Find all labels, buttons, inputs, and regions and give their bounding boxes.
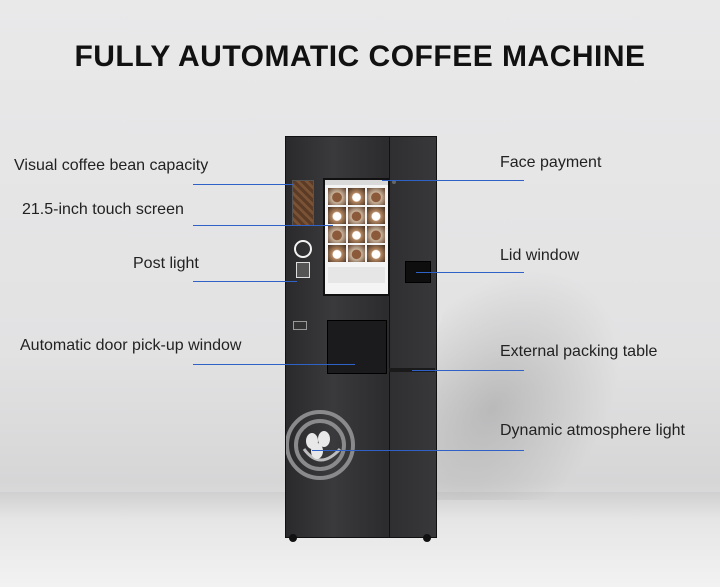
- label-lid-window: Lid window: [500, 247, 580, 264]
- leader-line-atmosphere: [312, 450, 524, 451]
- leader-line-screen: [193, 225, 333, 226]
- leader-line-face-payment: [382, 180, 524, 181]
- cabinet-left-panel: [285, 136, 391, 538]
- leader-line-pickup: [193, 364, 355, 365]
- page-title: FULLY AUTOMATIC COFFEE MACHINE: [74, 40, 646, 73]
- label-face-payment: Face payment: [500, 154, 602, 171]
- label-touch-screen: 21.5-inch touch screen: [22, 201, 184, 218]
- leader-line-bean: [193, 184, 293, 185]
- card-reader-icon: [293, 321, 307, 330]
- coffee-cup-logo-icon: [286, 410, 355, 480]
- cabinet-right-panel: [389, 136, 437, 538]
- leader-line-post-light: [193, 281, 297, 282]
- label-post-light: Post light: [133, 255, 199, 272]
- post-light-icon: [293, 240, 312, 280]
- pickup-window: [327, 320, 387, 374]
- wheel-icon: [423, 534, 431, 542]
- wheel-icon: [289, 534, 297, 542]
- leader-line-lid-window: [416, 272, 524, 273]
- label-atmosphere-light: Dynamic atmosphere light: [500, 422, 685, 439]
- coffee-machine: [285, 136, 437, 542]
- label-pickup-window: Automatic door pick-up window: [20, 337, 242, 354]
- label-packing-table: External packing table: [500, 343, 658, 360]
- touch-screen: [323, 178, 390, 296]
- face-camera-icon: [392, 180, 396, 184]
- leader-line-packing-table: [412, 370, 524, 371]
- label-visual-bean-capacity: Visual coffee bean capacity: [14, 157, 209, 174]
- bean-window: [292, 180, 314, 226]
